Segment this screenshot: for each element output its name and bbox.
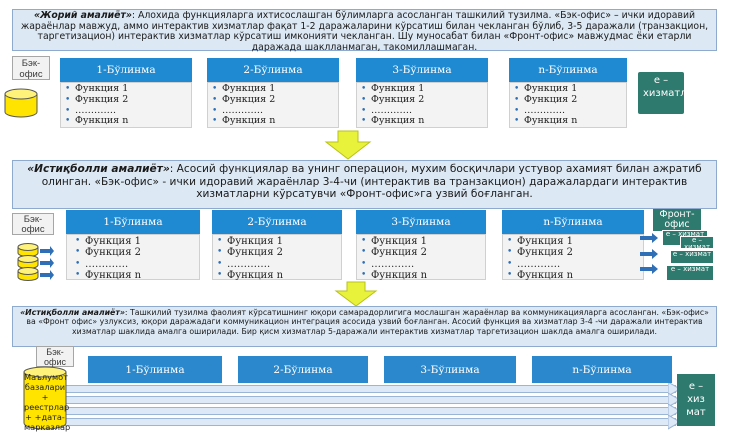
section1-function-list-2: Функция 1 Функция 2 …………. Функция n [207, 82, 339, 128]
section1-eservices-box: е – хизматлар [638, 72, 699, 114]
section3-back-office-label: Бэк-офис [36, 346, 74, 367]
function-item: Функция 2 [514, 94, 626, 106]
section2-function-list-2: Функция 1 Функция 2 …………. Функция n [212, 234, 342, 282]
function-item: Функция n [361, 270, 485, 282]
function-item: Функция n [212, 116, 338, 127]
function-item: Функция 2 [217, 247, 341, 259]
section2-department-2: 2-Бўлинма [212, 210, 342, 234]
function-item: Функция 2 [65, 94, 191, 106]
section2-department-1: 1-Бўлинма [66, 210, 200, 234]
section2-description: «Истиқболли амалиёт»: Асосий функциялар … [12, 160, 717, 209]
section1-department-n: n-Бўлинма [509, 58, 627, 82]
section1-title: «Жорий амалиёт» [33, 10, 132, 21]
integration-bar [60, 418, 676, 426]
section1-department-3: 3-Бўлинма [356, 58, 488, 82]
function-item: Функция 1 [217, 236, 341, 248]
section1-text: : Алохида функцияларга ихтисослашган бўл… [20, 10, 709, 53]
section1-function-list-3: Функция 1 Функция 2 …………. Функция n [356, 82, 488, 128]
section3-department-3: 3-Бўлинма [384, 356, 516, 383]
function-item: …………. [361, 259, 485, 271]
section2-eservice-3: е – хизмат [670, 250, 714, 264]
connector-arrows [640, 233, 658, 274]
section2-front-office-label: Фронт-офис [653, 209, 701, 231]
function-item: …………. [514, 105, 626, 117]
section1-department-2: 2-Бўлинма [207, 58, 339, 82]
section1-function-list-n: Функция 1 Функция 2 …………. Функция n [509, 82, 627, 128]
function-item: Функция n [75, 270, 199, 282]
integration-bar [60, 396, 676, 404]
down-arrow-icon [324, 130, 372, 160]
section1-description: «Жорий амалиёт»: Алохида функцияларга их… [12, 9, 717, 53]
function-item: Функция 2 [75, 247, 199, 259]
function-item: …………. [65, 105, 191, 117]
function-item: …………. [507, 259, 643, 271]
section2-function-list-3: Функция 1 Функция 2 …………. Функция n [356, 234, 486, 282]
function-item: …………. [212, 105, 338, 117]
section2-function-list-n: Функция 1 Функция 2 …………. Функция n [502, 234, 644, 282]
down-arrow-icon [334, 281, 378, 307]
section3-department-2: 2-Бўлинма [238, 356, 368, 383]
database-stack-icon [17, 243, 54, 281]
integration-bar [60, 385, 676, 393]
section1-back-office-label: Бэк-офис [12, 56, 50, 80]
function-item: Функция 2 [361, 94, 487, 106]
database-icon [23, 366, 67, 430]
function-item: Функция 2 [507, 247, 643, 259]
function-item: Функция 1 [212, 83, 338, 95]
section3-eservices-box: е – хиз мат [677, 374, 715, 426]
integration-arrowheads [668, 381, 681, 430]
section2-back-office-label: Бэк-офис [12, 213, 54, 235]
section3-department-1: 1-Бўлинма [88, 356, 222, 383]
section3-description: «Истиқболли амалиёт»: Ташкилий тузилма ф… [12, 306, 717, 347]
function-item: Функция 2 [361, 247, 485, 259]
function-item: Функция 1 [75, 236, 199, 248]
function-item: Функция 1 [65, 83, 191, 95]
integration-bar [60, 407, 676, 415]
database-label: Маълумот базалари + реестрлар + +дата-ма… [24, 372, 71, 432]
section2-eservice-2: е – хизмат [680, 236, 714, 250]
function-item: …………. [75, 259, 199, 271]
function-item: Функция n [514, 116, 626, 127]
function-item: Функция n [361, 116, 487, 127]
function-item: …………. [217, 259, 341, 271]
section2-eservice-4: е – хизмат [666, 265, 714, 281]
section3-department-n: n-Бўлинма [532, 356, 672, 383]
function-item: Функция n [507, 270, 643, 282]
section3-title: «Истиқболли амалиёт» [20, 308, 125, 317]
section1-department-1: 1-Бўлинма [60, 58, 192, 82]
section2-function-list-1: Функция 1 Функция 2 …………. Функция n [66, 234, 200, 282]
section2-title: «Истиқболли амалиёт» [27, 163, 170, 175]
function-item: Функция 1 [361, 236, 485, 248]
section1-function-list-1: Функция 1 Функция 2 …………. Функция n [60, 82, 192, 128]
database-icon [4, 88, 38, 118]
function-item: Функция 1 [514, 83, 626, 95]
section2-department-n: n-Бўлинма [502, 210, 644, 234]
section2-text: : Асосий функциялар ва унинг операцион, … [41, 163, 702, 201]
function-item: Функция 1 [507, 236, 643, 248]
function-item: Функция 2 [212, 94, 338, 106]
section2-department-3: 3-Бўлинма [356, 210, 486, 234]
function-item: Функция 1 [361, 83, 487, 95]
function-item: Функция n [217, 270, 341, 282]
function-item: Функция n [65, 116, 191, 127]
section3-text: : Ташкилий тузилма фаолият кўрсатишнинг … [26, 308, 709, 336]
function-item: …………. [361, 105, 487, 117]
